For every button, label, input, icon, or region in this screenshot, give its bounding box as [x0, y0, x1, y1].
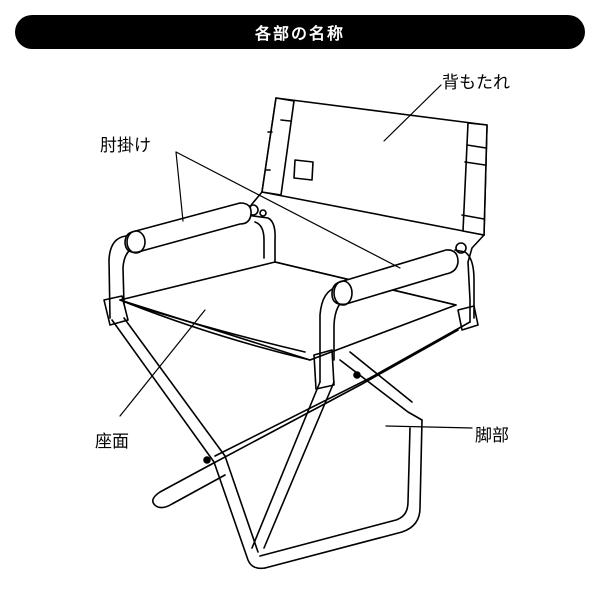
leader-armrest-left	[175, 151, 184, 222]
chair-legs	[111, 317, 471, 570]
right-armrest-pad	[331, 249, 459, 306]
page-title: 各部の名称	[254, 24, 345, 43]
leader-legs	[385, 425, 473, 429]
leader-lines	[119, 84, 473, 429]
leader-backrest	[383, 84, 442, 142]
label-legs: 脚部	[475, 426, 509, 446]
title-bar: 各部の名称	[15, 15, 585, 49]
label-backrest: 背もたれ	[442, 73, 510, 93]
chair-backrest	[261, 97, 488, 236]
leader-armrest-right	[175, 151, 401, 269]
label-armrest: 肘掛け	[100, 136, 151, 156]
left-armrest-pad	[124, 202, 252, 254]
leader-seat	[119, 309, 206, 417]
label-seat: 座面	[95, 432, 129, 452]
